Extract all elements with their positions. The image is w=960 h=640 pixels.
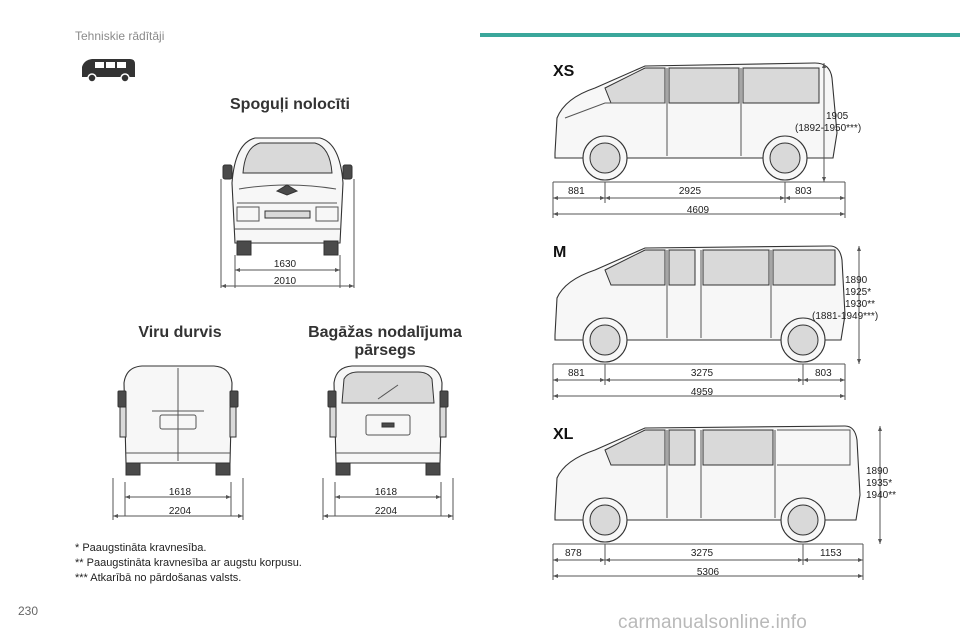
footnote-3: *** Atkarībā no pārdošanas valsts. bbox=[75, 572, 242, 584]
variant-xs-total-length: 4609 bbox=[686, 205, 710, 216]
variant-xs-drawing bbox=[545, 58, 855, 218]
variant-xs-wheelbase: 2925 bbox=[678, 186, 702, 197]
luggage-cover-heading-line1: Bagāžas nodalījuma bbox=[308, 324, 462, 341]
variant-m-height-4: (1881-1949***) bbox=[812, 311, 879, 322]
luggage-cover-inner-width: 1618 bbox=[374, 487, 398, 498]
page-number: 230 bbox=[18, 604, 39, 618]
luggage-cover-outer-width: 2204 bbox=[374, 506, 398, 517]
header-accent-bar bbox=[480, 33, 960, 37]
variant-xl-height-3: 1940** bbox=[866, 490, 897, 501]
front-outer-width: 2010 bbox=[273, 276, 297, 287]
side-door-outer-width: 2204 bbox=[168, 506, 192, 517]
luggage-cover-rear-drawing bbox=[322, 363, 454, 483]
variant-m-label: M bbox=[553, 244, 567, 261]
luggage-cover-dimension-lines bbox=[322, 478, 457, 522]
side-door-inner-width: 1618 bbox=[168, 487, 192, 498]
variant-xl-height-2: 1935* bbox=[866, 478, 893, 489]
mirrors-folded-heading: Spoguļi nolocīti bbox=[230, 96, 350, 113]
footnote-2: ** Paaugstināta kravnesība ar augstu kor… bbox=[75, 557, 302, 569]
luggage-cover-heading: Bagāžas nodalījuma pārsegs bbox=[290, 324, 480, 360]
variant-m-wheelbase: 3275 bbox=[690, 368, 714, 379]
van-icon bbox=[78, 55, 138, 85]
variant-m-rear-overhang: 803 bbox=[815, 368, 832, 379]
variant-xs-rear-overhang: 803 bbox=[795, 186, 812, 197]
variant-xl-front-overhang: 878 bbox=[565, 548, 582, 559]
variant-xl-height-1: 1890 bbox=[866, 466, 889, 477]
front-view-drawing bbox=[215, 133, 360, 293]
variant-xs-label: XS bbox=[553, 63, 575, 80]
variant-xs-front-overhang: 881 bbox=[568, 186, 585, 197]
side-door-heading: Viru durvis bbox=[138, 324, 222, 341]
variant-m-drawing bbox=[545, 240, 861, 400]
variant-m-total-length: 4959 bbox=[690, 387, 714, 398]
side-door-rear-drawing bbox=[112, 363, 244, 483]
side-door-dimension-lines bbox=[112, 478, 247, 522]
variant-xl-rear-overhang: 1153 bbox=[820, 548, 842, 559]
variant-m-height-3: 1930** bbox=[845, 299, 876, 310]
variant-xl-wheelbase: 3275 bbox=[690, 548, 714, 559]
front-inner-width: 1630 bbox=[273, 259, 297, 270]
variant-m-front-overhang: 881 bbox=[568, 368, 585, 379]
luggage-cover-heading-line2: pārsegs bbox=[354, 342, 416, 359]
footnote-1: * Paaugstināta kravnesība. bbox=[75, 542, 207, 554]
variant-m-height-1: 1890 bbox=[845, 275, 868, 286]
section-header-title: Tehniskie rādītāji bbox=[75, 29, 165, 43]
variant-xl-total-length: 5306 bbox=[696, 567, 720, 578]
variant-xs-height-2: (1892-1950***) bbox=[795, 123, 862, 134]
front-view-dimension-lines bbox=[220, 255, 360, 295]
watermark-link[interactable]: carmanualsonline.info bbox=[618, 612, 808, 633]
variant-xs-height-1: 1905 bbox=[826, 111, 849, 122]
variant-xl-drawing bbox=[545, 420, 882, 580]
variant-xl-label: XL bbox=[553, 426, 574, 443]
variant-m-height-2: 1925* bbox=[845, 287, 872, 298]
